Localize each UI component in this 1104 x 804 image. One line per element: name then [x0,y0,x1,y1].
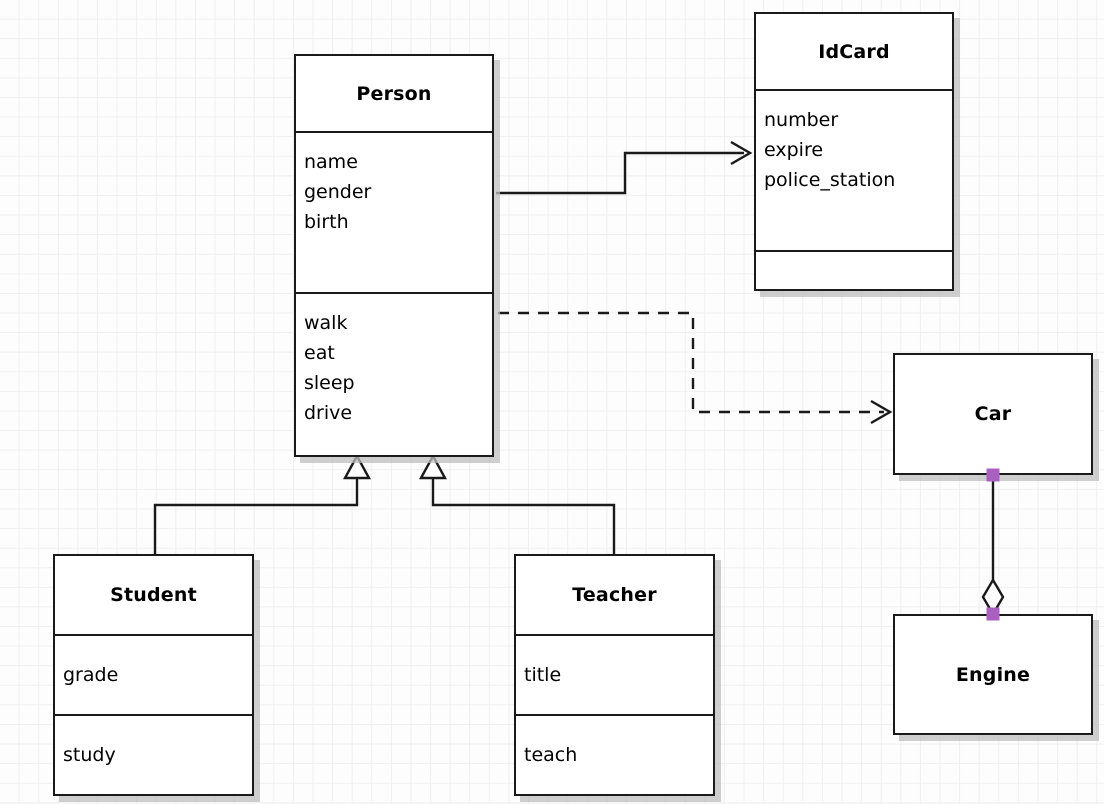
operation-item: walk [304,312,348,334]
dependency-person-car[interactable] [498,311,893,425]
attributes-person: name gender birth [296,131,492,292]
class-box-engine[interactable]: Engine [893,614,1093,735]
class-box-teacher[interactable]: Teacher title teach [514,554,715,796]
operation-item: eat [304,342,335,365]
class-box-person[interactable]: Person name gender birth walk eat sleep … [294,54,494,457]
operations-student: study [55,714,252,794]
attribute-item: title [524,663,562,686]
aggregation-car-engine[interactable] [981,475,1005,617]
connector-handle-car-end[interactable] [986,468,1000,482]
operation-item: sleep [304,372,355,395]
attribute-item: grade [63,663,119,686]
class-name-student: Student [110,584,197,606]
attributes-teacher: title [516,634,713,714]
association-person-idcard[interactable] [496,140,753,195]
operation-item: teach [524,743,578,766]
operations-person: walk eat sleep drive [296,292,492,455]
attribute-item: birth [304,211,349,234]
attributes-idcard: number expire police_station [756,89,952,250]
class-box-car[interactable]: Car [893,353,1093,475]
attribute-item: name [304,151,358,173]
operation-item: drive [304,402,353,425]
class-name-teacher: Teacher [572,584,657,606]
operations-teacher: teach [516,714,713,794]
attribute-item: expire [764,139,824,162]
connector-handle-engine-end[interactable] [986,607,1000,621]
attribute-item: police_station [764,169,896,192]
generalization-student-person[interactable] [153,453,372,554]
attributes-student: grade [55,634,252,714]
class-name-idcard: IdCard [818,40,890,63]
operation-item: study [63,743,116,766]
generalization-teacher-person[interactable] [418,453,616,554]
attribute-item: number [764,109,839,131]
class-name-car: Car [974,403,1012,425]
class-name-engine: Engine [955,663,1031,686]
class-name-person: Person [356,82,432,105]
operations-idcard [756,250,952,289]
class-box-student[interactable]: Student grade study [53,554,254,796]
attribute-item: gender [304,181,372,204]
class-box-idcard[interactable]: IdCard number expire police_station [754,12,954,291]
